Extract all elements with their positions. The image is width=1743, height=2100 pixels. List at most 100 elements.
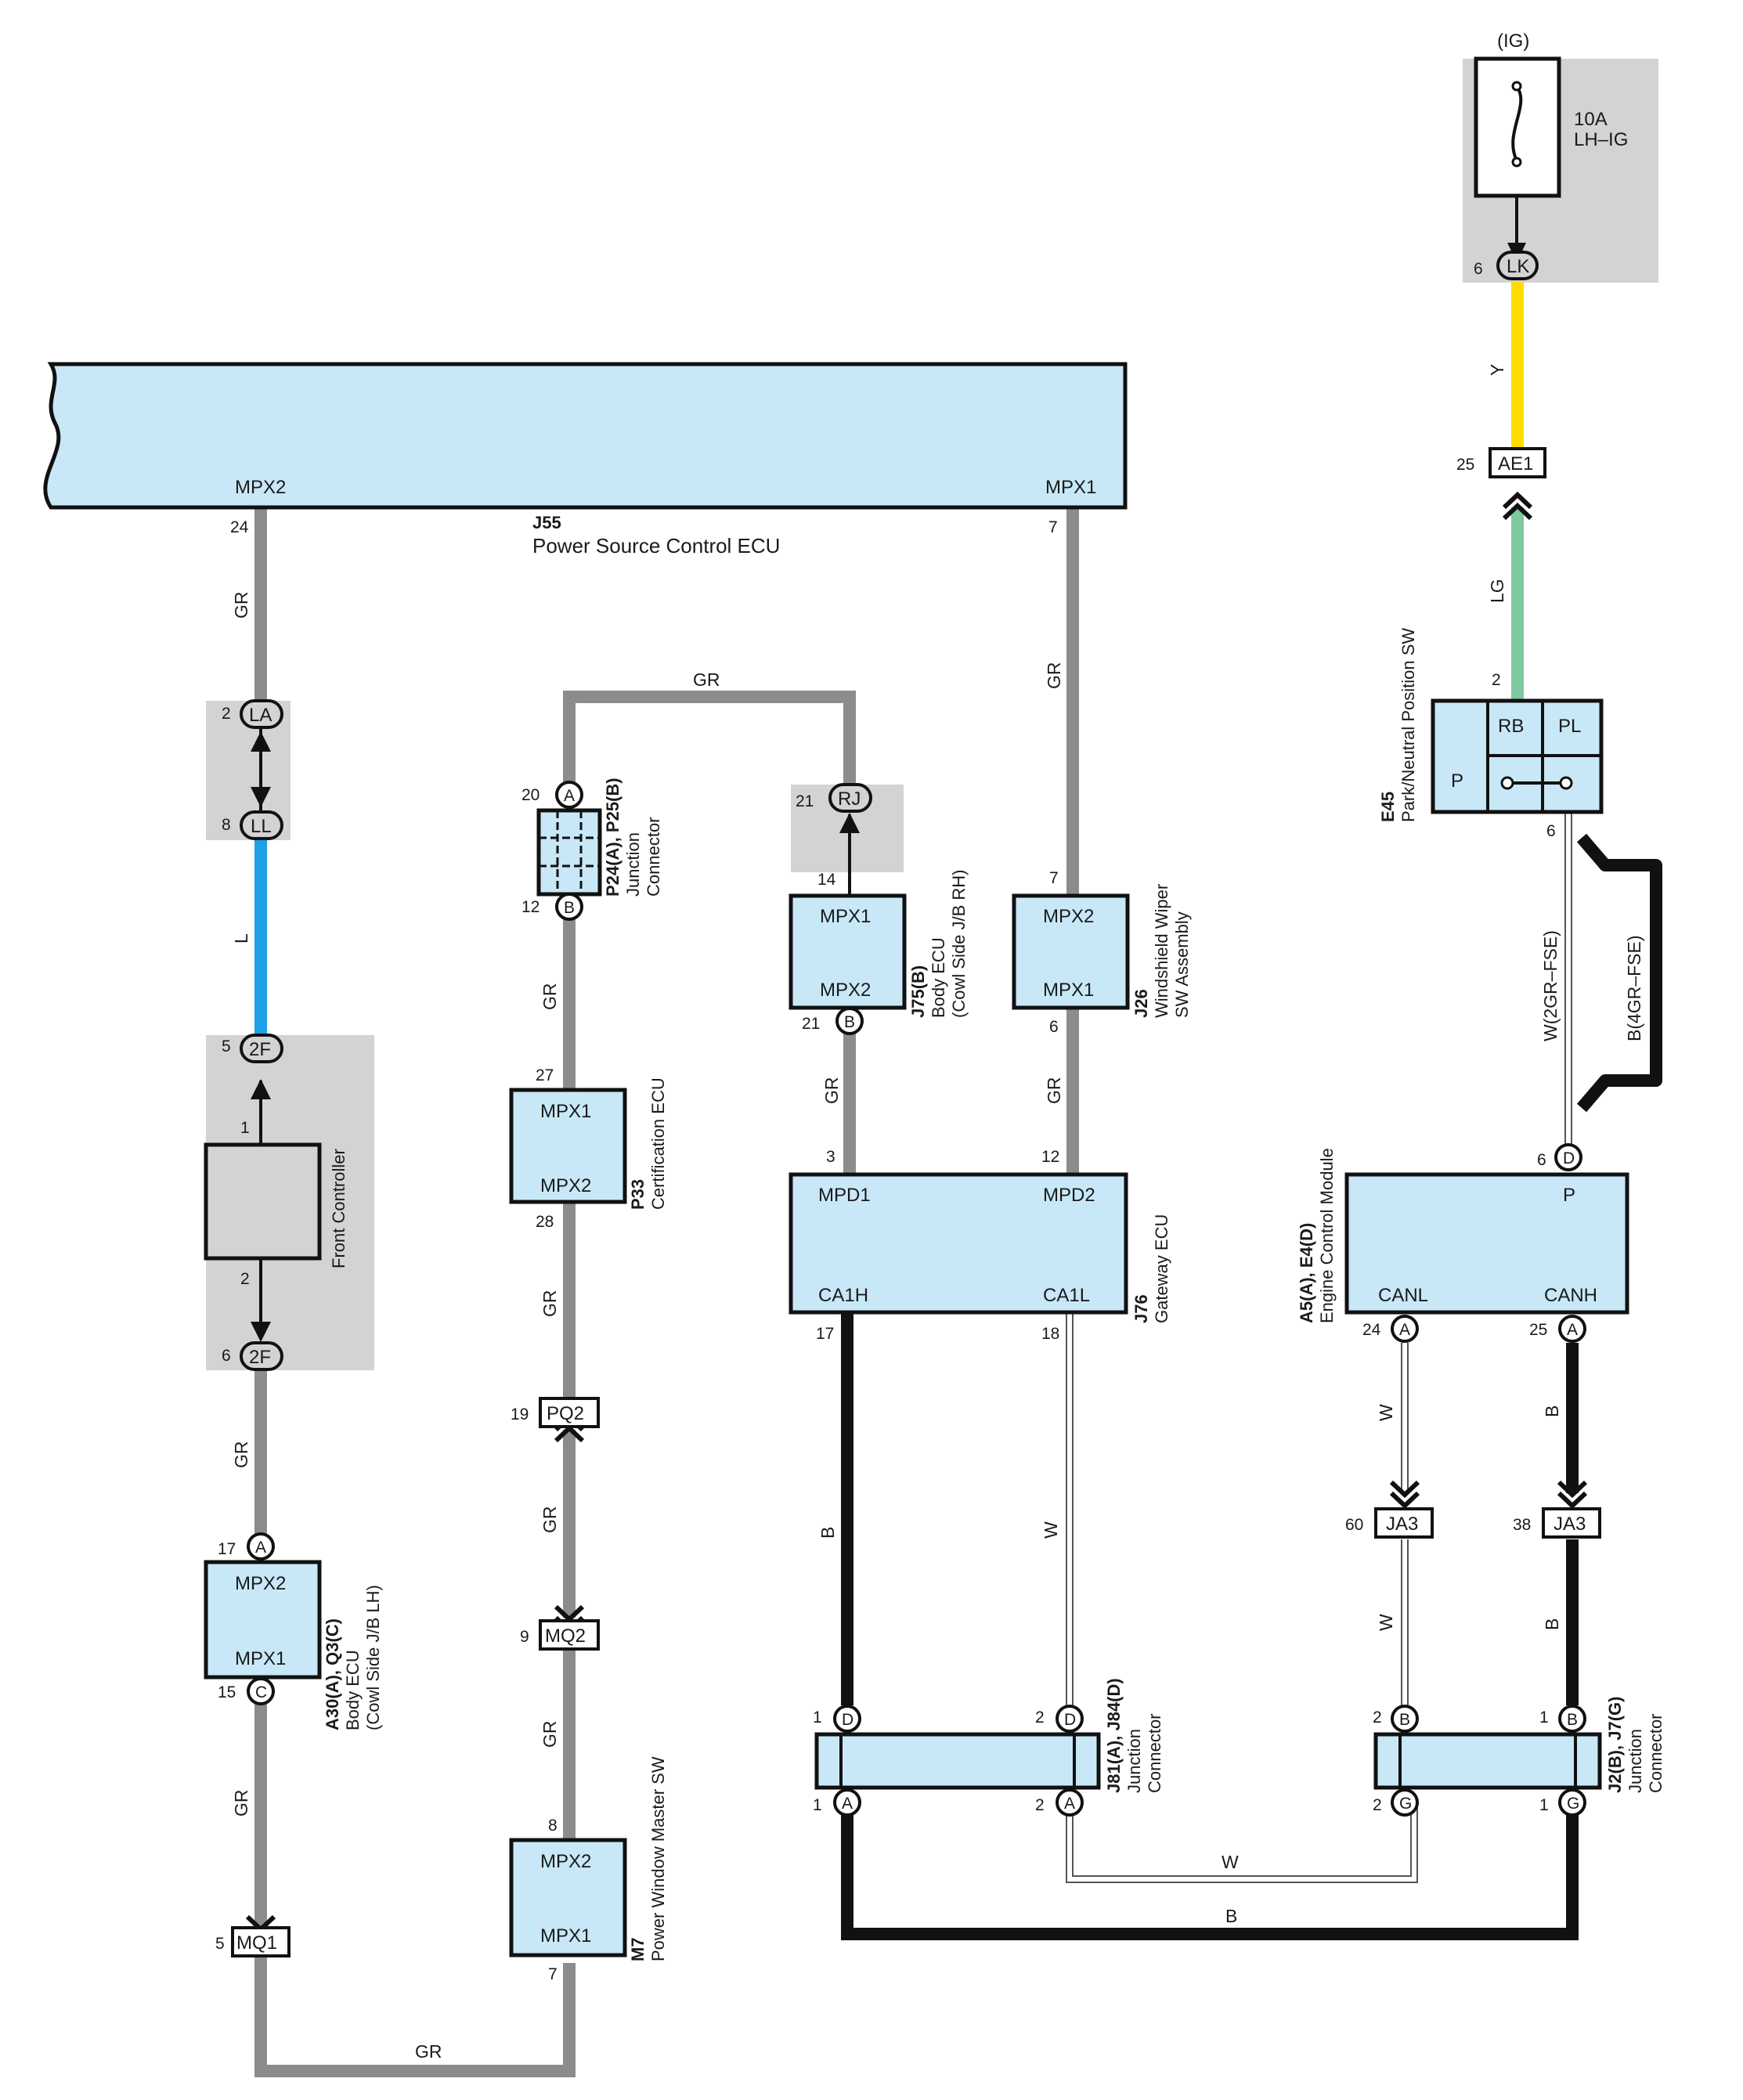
svg-text:Y: Y: [1487, 364, 1507, 376]
pq2-pin: 19: [511, 1405, 529, 1423]
svg-text:W: W: [1376, 1404, 1396, 1421]
j81-pin-br: 2: [1035, 1796, 1045, 1814]
j26-port-top: MPX2: [1043, 906, 1094, 927]
m7-pin-bottom: 7: [548, 1965, 558, 1983]
body-ecu-lh-name: Body ECU: [343, 1650, 363, 1730]
j81-pin-tr: 2: [1035, 1709, 1045, 1727]
j75-sub: (Cowl Side J/B RH): [949, 870, 969, 1018]
svg-text:A: A: [1399, 1321, 1410, 1339]
svg-text:C: C: [255, 1683, 267, 1701]
mq2-connector: [539, 1619, 600, 1651]
e45-pin-bottom: 6: [1546, 822, 1556, 840]
svg-text:GR: GR: [231, 1441, 251, 1469]
j26-port-bottom: MPX1: [1043, 980, 1094, 1001]
p24-sub: Connector: [644, 817, 663, 897]
pq2-label: PQ2: [547, 1403, 584, 1424]
mq1-pin: 5: [215, 1935, 225, 1953]
j76-pin-tl: 3: [826, 1148, 835, 1166]
j81-code: J81(A), J84(D): [1104, 1678, 1124, 1793]
j2-code: J2(B), J7(G): [1605, 1697, 1625, 1793]
e45-name: Park/Neutral Position SW: [1398, 628, 1418, 822]
ja3-right-label: JA3: [1554, 1514, 1586, 1535]
p33-name: Certification ECU: [648, 1077, 668, 1210]
wire-labels: GR L GR GR GR GR GR GR GR GR GR GR GR B …: [231, 364, 1644, 2062]
svg-text:GR: GR: [1044, 1077, 1064, 1105]
j76-code: J76: [1131, 1294, 1151, 1323]
e45-cell-p: P: [1451, 770, 1463, 792]
p33-code: P33: [628, 1179, 648, 1210]
lk-pin: 6: [1474, 260, 1483, 278]
svg-text:2F: 2F: [249, 1347, 271, 1368]
body-ecu-lh-pin-bottom: 15: [218, 1683, 236, 1701]
fc-pin-bottom: 6: [222, 1347, 231, 1365]
body-ecu-lh-box: [204, 1560, 322, 1680]
ae1-pin: 25: [1456, 456, 1474, 474]
svg-text:W: W: [1222, 1852, 1239, 1872]
p24-name: Junction: [623, 832, 643, 897]
fuse-icon: [1511, 85, 1523, 161]
m7-switch-box: [509, 1838, 627, 1957]
svg-text:B: B: [1542, 1618, 1562, 1630]
ll-pin: 8: [222, 816, 231, 834]
j75-name: Body ECU: [929, 937, 948, 1018]
ecm-pin-p: 6: [1537, 1151, 1546, 1169]
svg-text:G: G: [1399, 1795, 1412, 1813]
p24-pin-top: 20: [521, 786, 540, 804]
svg-text:B: B: [1399, 1711, 1410, 1729]
j76-gateway-box: [788, 1172, 1128, 1315]
svg-text:W(2GR–FSE): W(2GR–FSE): [1540, 930, 1561, 1041]
j75-pin-top: 14: [817, 871, 836, 889]
svg-text:GR: GR: [231, 1790, 251, 1817]
fuse-box: [1474, 56, 1561, 198]
body-ecu-lh-code: A30(A), Q3(C): [323, 1618, 342, 1730]
j2-junction-box: [1373, 1732, 1602, 1790]
la-pin: 2: [222, 705, 231, 723]
ecm-pin-canh: 25: [1529, 1321, 1547, 1339]
j2-pin-tl: 2: [1373, 1709, 1382, 1727]
e45-pin-top: 2: [1492, 671, 1501, 689]
terminal-badges: LK LA LL 2F 2F RJ: [240, 251, 1539, 1371]
svg-text:GR: GR: [821, 1077, 842, 1105]
ae1-label: AE1: [1498, 453, 1533, 474]
m7-code: M7: [628, 1937, 648, 1961]
j55-code: J55: [532, 513, 561, 532]
j55-pin-right: 7: [1048, 518, 1058, 536]
j75-port-top: MPX1: [820, 906, 871, 927]
svg-text:2F: 2F: [249, 1039, 271, 1060]
svg-text:GR: GR: [231, 592, 251, 619]
svg-text:B: B: [844, 1013, 855, 1031]
body-ecu-lh-port-top: MPX2: [235, 1573, 286, 1594]
e45-cell-pl: PL: [1558, 716, 1581, 737]
svg-text:GR: GR: [540, 1721, 560, 1748]
ecm-box: [1344, 1172, 1629, 1315]
fuse-name: LH–IG: [1574, 129, 1628, 150]
ecm-name: Engine Control Module: [1317, 1148, 1337, 1323]
j55-name: Power Source Control ECU: [532, 534, 780, 557]
svg-text:A: A: [255, 1539, 266, 1557]
j55-pin-left: 24: [230, 518, 249, 536]
svg-text:A: A: [564, 787, 575, 805]
svg-text:GR: GR: [540, 983, 560, 1011]
j75-port-bottom: MPX2: [820, 980, 871, 1001]
p24-junction-box: [536, 808, 602, 897]
front-controller-name: Front Controller: [329, 1149, 348, 1268]
ja3-left-pin: 60: [1345, 1516, 1363, 1534]
wires: [254, 192, 1662, 2077]
j76-port-tr: MPD2: [1043, 1185, 1095, 1206]
j26-name: Windshield Wiper: [1152, 884, 1171, 1018]
j26-pin-bottom: 6: [1049, 1018, 1059, 1036]
p33-port-top: MPX1: [540, 1101, 591, 1122]
fuse-amp: 10A: [1574, 109, 1608, 130]
m7-pin-top: 8: [548, 1817, 558, 1835]
body-ecu-lh-sub: (Cowl Side J/B LH): [363, 1585, 383, 1730]
svg-text:B(4GR–FSE): B(4GR–FSE): [1624, 936, 1644, 1041]
j55-port-left: MPX2: [235, 477, 286, 498]
ja3-left-label: JA3: [1386, 1514, 1418, 1535]
j2-pin-tr: 1: [1539, 1709, 1549, 1727]
e45-code: E45: [1378, 792, 1398, 822]
svg-text:LA: LA: [249, 705, 272, 726]
mq1-connector: [231, 1926, 290, 1957]
connector-circles: A C A B B D A A D D A A B B G G: [247, 781, 1586, 1817]
j81-sub: Connector: [1145, 1713, 1164, 1793]
m7-port-bottom: MPX1: [540, 1925, 591, 1947]
